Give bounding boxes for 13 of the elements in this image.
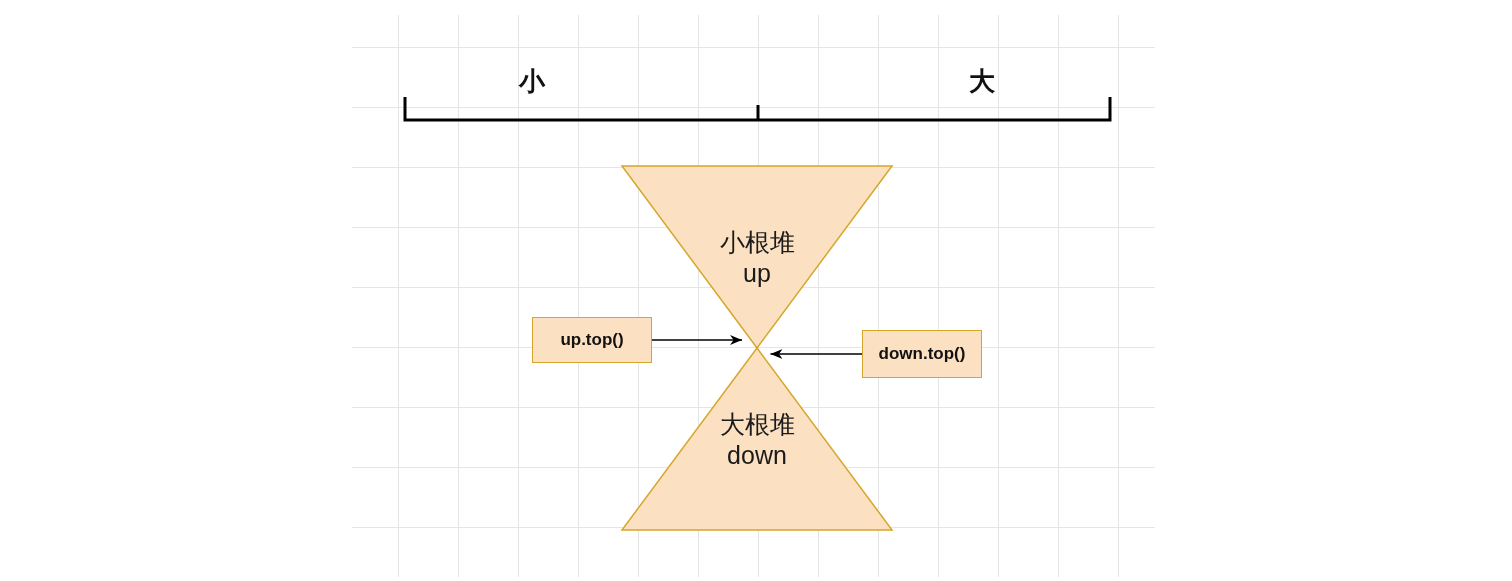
heap-label: 小根堆 [719, 227, 795, 258]
heap-label: 大根堆 [719, 409, 795, 440]
scale-label: 大 [969, 66, 995, 96]
scale-label: 小 [519, 66, 545, 96]
code-label: up.top() [560, 330, 624, 350]
process-box [862, 330, 982, 378]
process-box [532, 317, 652, 363]
arrow [769, 349, 863, 359]
heap-label: up [743, 258, 771, 289]
inverted-triangle [622, 166, 892, 348]
code-label: down.top() [878, 344, 966, 364]
heap-label: down [727, 440, 787, 471]
arrow [651, 335, 743, 345]
